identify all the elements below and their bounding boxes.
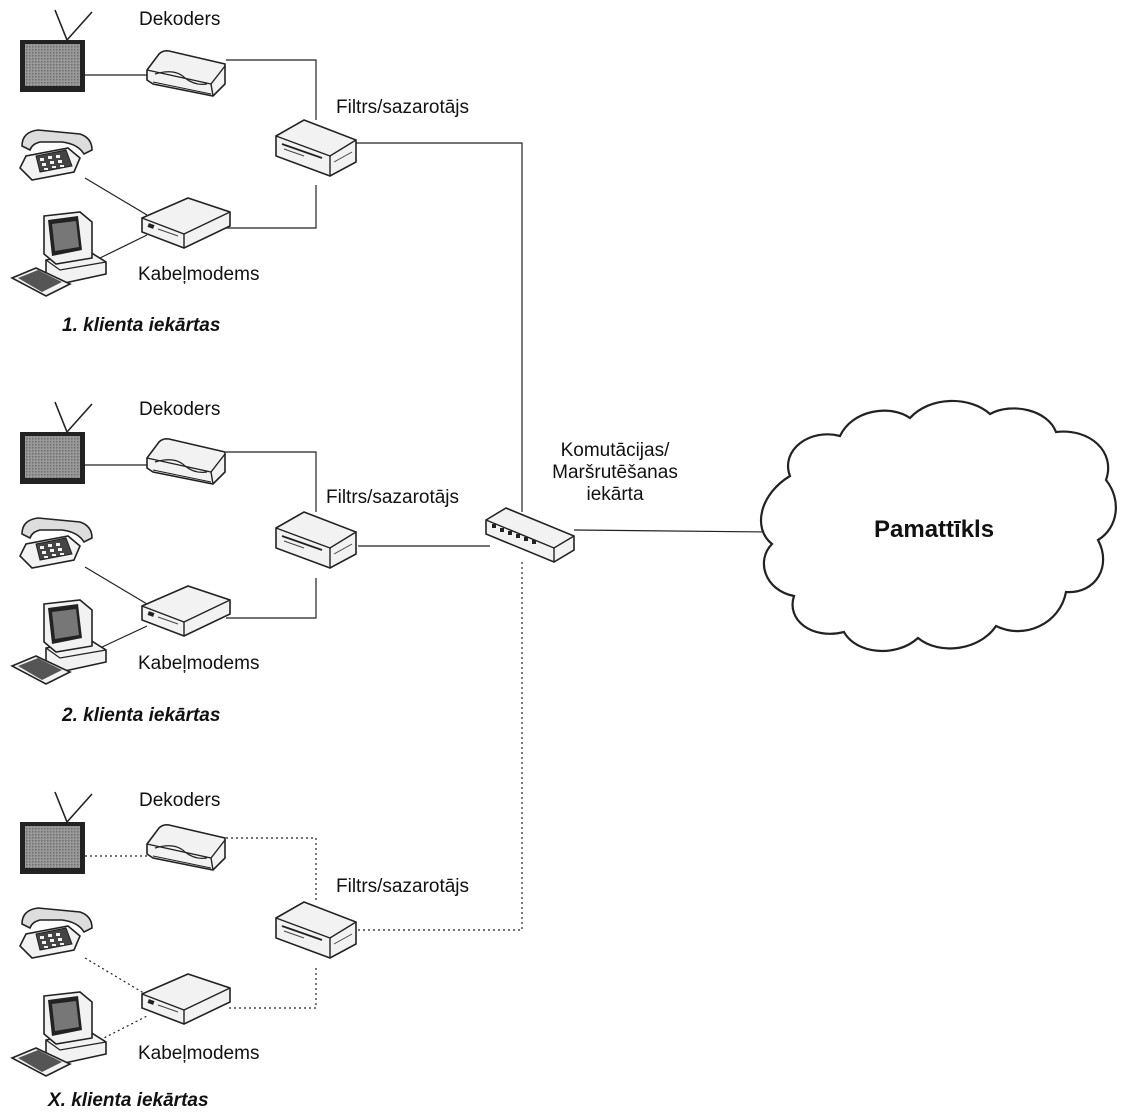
filter-splitter-icon	[275, 901, 357, 959]
switch-label-line-3: iekārta	[586, 484, 644, 505]
core-network-label: Pamattīkls	[874, 516, 995, 543]
switch-router-label: Komutācijas/ Maršrutēšanas iekārta	[540, 440, 690, 506]
switch-label-line-2: Maršrutēšanas	[552, 462, 678, 483]
client-1-links	[84, 59, 523, 512]
filter-splitter-icon	[275, 511, 357, 569]
computer-icon	[11, 599, 107, 685]
decoder-label: Dekoders	[139, 790, 221, 811]
cable-modem-label: Kabeļmodems	[138, 1043, 260, 1064]
filter-splitter-icon	[275, 119, 357, 177]
computer-icon	[11, 991, 107, 1077]
cable-modem-icon	[141, 973, 231, 1025]
telephone-icon	[19, 907, 93, 959]
computer-icon	[11, 211, 107, 297]
decoder-icon	[146, 49, 226, 97]
decoder-label: Dekoders	[139, 399, 221, 420]
switch-router-icon	[485, 507, 575, 563]
client-2-links	[84, 451, 490, 649]
client-group-label: 2. klienta iekārtas	[62, 705, 221, 726]
tv-icon	[19, 791, 93, 875]
client-x-links	[84, 560, 523, 1041]
telephone-icon	[19, 517, 93, 569]
decoder-icon	[146, 823, 226, 871]
cable-modem-label: Kabeļmodems	[138, 264, 260, 285]
client-group-label: X. klienta iekārtas	[48, 1090, 209, 1111]
telephone-icon	[19, 129, 93, 181]
tv-icon	[19, 401, 93, 485]
filter-splitter-label: Filtrs/sazarotājs	[326, 487, 460, 508]
cable-modem-icon	[141, 585, 231, 637]
cloud-icon	[759, 399, 1117, 652]
filter-splitter-label: Filtrs/sazarotājs	[336, 876, 470, 897]
cable-modem-icon	[141, 197, 231, 249]
core-link	[573, 529, 769, 533]
cable-modem-label: Kabeļmodems	[138, 653, 260, 674]
tv-icon	[19, 9, 93, 93]
client-group-label: 1. klienta iekārtas	[62, 315, 221, 336]
decoder-icon	[146, 437, 226, 485]
decoder-label: Dekoders	[139, 9, 221, 30]
switch-label-line-1: Komutācijas/	[560, 440, 670, 461]
filter-splitter-label: Filtrs/sazarotājs	[336, 97, 470, 118]
